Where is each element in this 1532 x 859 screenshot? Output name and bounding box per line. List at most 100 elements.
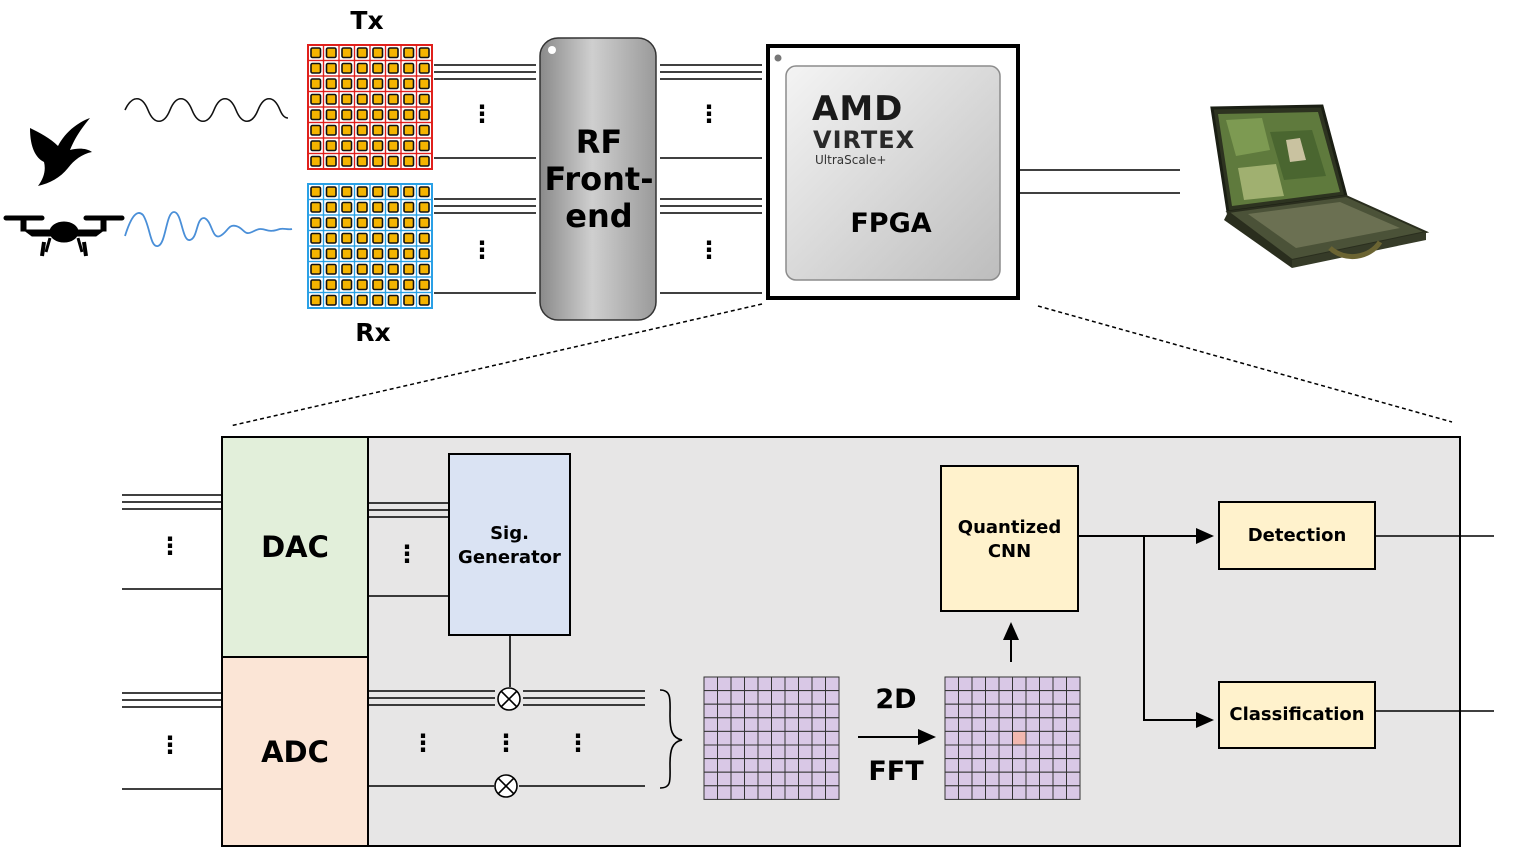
fpga-to-laptop-lines — [1020, 169, 1180, 194]
antenna-patch — [403, 232, 415, 244]
antenna-patch — [387, 294, 399, 306]
grid-cell — [717, 785, 732, 800]
grid-cell — [825, 771, 840, 787]
grid-cell — [730, 676, 745, 692]
antenna-patch — [341, 62, 353, 74]
grid-cell — [1066, 785, 1081, 800]
zoom-line-left — [229, 303, 763, 427]
antenna-patch — [372, 93, 384, 105]
grid-cell — [703, 690, 718, 705]
grid-cell — [825, 703, 840, 719]
sig-generator-line-1: Sig. — [490, 523, 529, 544]
adc-input-lines — [122, 692, 222, 790]
grid-cell — [730, 717, 745, 732]
antenna-patch — [418, 186, 430, 198]
ellipsis-icon: ⋮ — [697, 236, 721, 264]
grid-cell — [1012, 785, 1027, 800]
dac-label: DAC — [261, 530, 329, 564]
grid-cell — [771, 785, 786, 800]
antenna-patch — [372, 47, 384, 59]
grid-cell — [811, 676, 826, 692]
rf-frontend-line-3: end — [565, 197, 633, 235]
cnn-line-2: CNN — [987, 541, 1032, 562]
ellipsis-icon: ⋮ — [395, 540, 419, 568]
grid-cell — [825, 717, 840, 732]
grid-cell — [744, 730, 759, 746]
grid-cell — [1012, 771, 1027, 787]
grid-cell — [730, 703, 745, 719]
antenna-patch — [356, 109, 368, 121]
grid-cell — [1039, 717, 1054, 732]
antenna-patch — [372, 217, 384, 229]
antenna-patch — [325, 294, 337, 306]
bird-icon — [30, 118, 92, 186]
sig-generator-line-2: Generator — [458, 547, 561, 568]
antenna-patch — [387, 47, 399, 59]
grid-cell — [944, 771, 959, 787]
antenna-patch — [341, 78, 353, 90]
classification-label: Classification — [1229, 704, 1365, 725]
antenna-patch — [372, 201, 384, 213]
grid-cell — [1052, 758, 1067, 773]
grid-cell — [1025, 771, 1040, 787]
antenna-patch — [372, 78, 384, 90]
rf-frontend-line-2: Front- — [544, 160, 654, 198]
antenna-patch — [372, 124, 384, 136]
grid-cell — [771, 758, 786, 773]
grid-cell — [958, 703, 973, 719]
antenna-patch — [372, 186, 384, 198]
antenna-patch — [418, 248, 430, 260]
grid-cell — [757, 717, 772, 732]
antenna-patch — [372, 155, 384, 167]
grid-cell — [958, 758, 973, 773]
antenna-patch — [356, 124, 368, 136]
grid-cell — [1052, 730, 1067, 746]
grid-cell — [1066, 744, 1081, 760]
grid-cell — [703, 717, 718, 732]
antenna-patch — [325, 124, 337, 136]
antenna-patch — [310, 140, 322, 152]
antenna-patch — [356, 78, 368, 90]
antenna-patch — [325, 186, 337, 198]
rx-label: Rx — [355, 318, 391, 347]
antenna-patch — [403, 248, 415, 260]
grid-cell — [703, 703, 718, 719]
antenna-patch — [403, 93, 415, 105]
antenna-patch — [387, 217, 399, 229]
grid-cell — [944, 744, 959, 760]
grid-cell — [1066, 690, 1081, 705]
grid-cell — [985, 717, 1000, 732]
tx-antenna-array — [307, 44, 433, 170]
grid-cell — [1052, 690, 1067, 705]
grid-cell — [717, 758, 732, 773]
antenna-patch — [387, 155, 399, 167]
antenna-patch — [418, 232, 430, 244]
amd-logo-text: AMD — [812, 89, 904, 129]
grid-cell — [771, 690, 786, 705]
output-lines — [1375, 535, 1494, 712]
grid-cell — [730, 690, 745, 705]
antenna-patch — [403, 186, 415, 198]
grid-cell — [958, 785, 973, 800]
grid-cell — [811, 717, 826, 732]
grid-cell — [971, 771, 986, 787]
antenna-patch — [310, 78, 322, 90]
grid-cell — [717, 703, 732, 719]
grid-cell — [771, 771, 786, 787]
grid-cell — [757, 703, 772, 719]
antenna-patch — [310, 93, 322, 105]
antenna-patch — [418, 109, 430, 121]
antenna-patch — [356, 248, 368, 260]
grid-cell — [730, 744, 745, 760]
grid-cell — [1012, 717, 1027, 732]
antenna-patch — [341, 217, 353, 229]
grid-cell — [1052, 771, 1067, 787]
ellipsis-icon: ⋮ — [470, 236, 494, 264]
grid-cell — [971, 717, 986, 732]
antenna-patch — [418, 62, 430, 74]
grid-cell — [811, 730, 826, 746]
antenna-patch — [356, 62, 368, 74]
rx-antenna-array — [307, 183, 433, 309]
dac-input-lines — [122, 494, 222, 590]
